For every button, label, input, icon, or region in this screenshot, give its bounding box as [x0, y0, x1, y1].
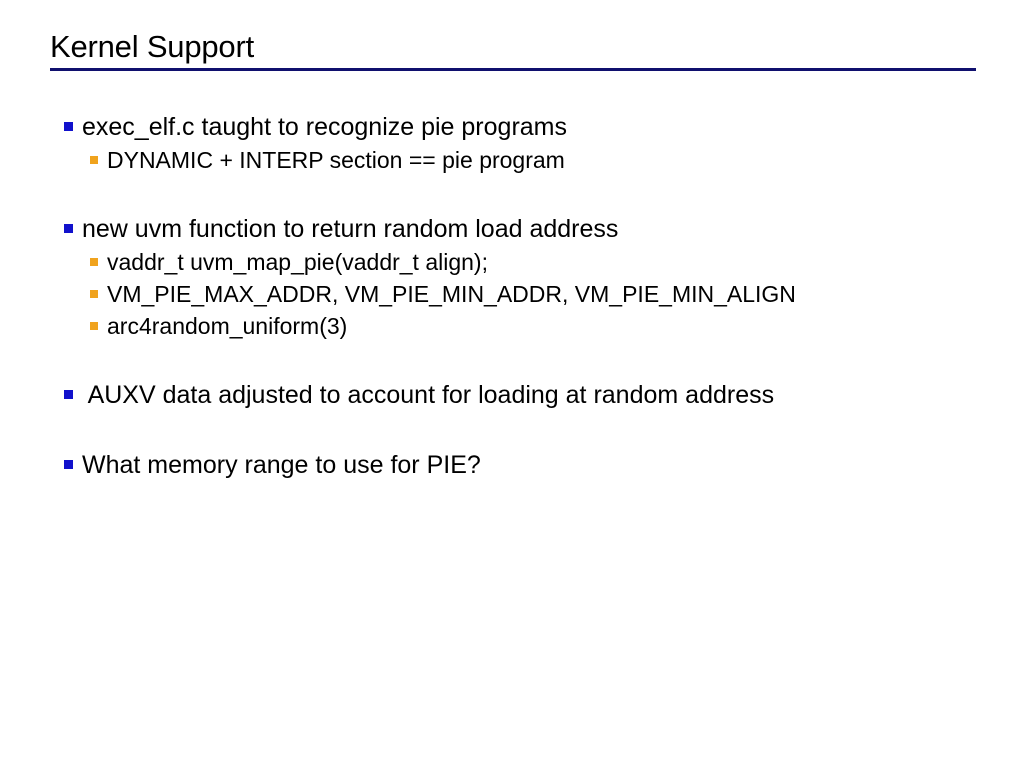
slide-body: exec_elf.c taught to recognize pie progr… — [0, 110, 1024, 482]
slide-title-block: Kernel Support — [50, 28, 976, 71]
square-bullet-icon — [90, 258, 98, 266]
bullet-group: AUXV data adjusted to account for loadin… — [0, 378, 1024, 412]
bullet-text: VM_PIE_MAX_ADDR, VM_PIE_MIN_ADDR, VM_PIE… — [107, 281, 796, 307]
bullet-item-level2: DYNAMIC + INTERP section == pie program — [0, 144, 1024, 176]
title-underline-rule — [50, 68, 976, 71]
bullet-text: new uvm function to return random load a… — [82, 215, 619, 243]
square-bullet-icon — [90, 322, 98, 330]
bullet-text: exec_elf.c taught to recognize pie progr… — [82, 113, 567, 141]
bullet-item-level1: AUXV data adjusted to account for loadin… — [0, 378, 1024, 412]
bullet-text: DYNAMIC + INTERP section == pie program — [107, 147, 565, 173]
bullet-group: exec_elf.c taught to recognize pie progr… — [0, 110, 1024, 176]
page-title: Kernel Support — [50, 29, 254, 64]
bullet-text: vaddr_t uvm_map_pie(vaddr_t align); — [107, 249, 488, 275]
square-bullet-icon — [90, 290, 98, 298]
square-bullet-icon — [64, 460, 73, 469]
square-bullet-icon — [64, 224, 73, 233]
square-bullet-icon — [64, 122, 73, 131]
bullet-group: new uvm function to return random load a… — [0, 212, 1024, 342]
bullet-item-level2: arc4random_uniform(3) — [0, 310, 1024, 342]
bullet-text: What memory range to use for PIE? — [82, 451, 481, 479]
bullet-item-level1: new uvm function to return random load a… — [0, 212, 1024, 246]
bullet-item-level1: exec_elf.c taught to recognize pie progr… — [0, 110, 1024, 144]
square-bullet-icon — [64, 390, 73, 399]
bullet-text: AUXV data adjusted to account for loadin… — [82, 381, 775, 409]
bullet-item-level2: VM_PIE_MAX_ADDR, VM_PIE_MIN_ADDR, VM_PIE… — [0, 278, 1024, 310]
square-bullet-icon — [90, 156, 98, 164]
bullet-text: arc4random_uniform(3) — [107, 313, 348, 339]
bullet-item-level2: vaddr_t uvm_map_pie(vaddr_t align); — [0, 246, 1024, 278]
bullet-item-level1: What memory range to use for PIE? — [0, 448, 1024, 482]
bullet-group: What memory range to use for PIE? — [0, 448, 1024, 482]
